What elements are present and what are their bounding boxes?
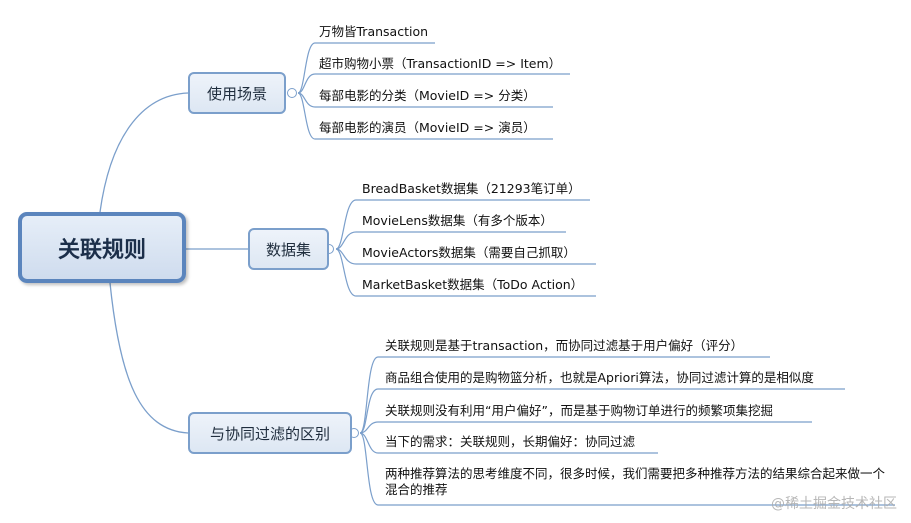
branch-1-leaf-connectors — [297, 42, 570, 140]
leaf-dataset-1[interactable]: BreadBasket数据集（21293笔订单） — [362, 181, 581, 196]
root-topic-label: 关联规则 — [57, 237, 146, 263]
branch-usage-scenarios[interactable]: 使用场景 — [188, 72, 286, 114]
branch-2-leaf-connectors — [335, 199, 596, 297]
branch-1-collapse-toggle[interactable] — [287, 88, 297, 98]
leaf-usage-4[interactable]: 每部电影的演员（MovieID => 演员） — [319, 120, 536, 135]
leaf-diff-5[interactable]: 两种推荐算法的思考维度不同，很多时候，我们需要把多种推荐方法的结果综合起来做一个… — [385, 466, 886, 497]
leaf-diff-1[interactable]: 关联规则是基于transaction，而协同过滤基于用户偏好（评分） — [385, 338, 744, 353]
leaf-dataset-2[interactable]: MovieLens数据集（有多个版本） — [362, 213, 553, 228]
leaf-usage-2[interactable]: 超市购物小票（TransactionID => Item） — [319, 56, 562, 71]
leaf-diff-2[interactable]: 商品组合使用的是购物篮分析，也就是Apriori算法，协同过滤计算的是相似度 — [385, 370, 814, 385]
leaf-diff-4[interactable]: 当下的需求：关联规则，长期偏好：协同过滤 — [385, 434, 636, 449]
leaf-diff-3[interactable]: 关联规则没有利用“用户偏好”，而是基于购物订单进行的频繁项集挖掘 — [385, 403, 773, 418]
leaf-usage-1[interactable]: 万物皆Transaction — [319, 24, 429, 39]
branch-3-leaf-connectors — [359, 356, 895, 506]
leaf-usage-3[interactable]: 每部电影的分类（MovieID => 分类） — [319, 88, 536, 103]
branch-label: 数据集 — [265, 240, 311, 259]
leaf-dataset-3[interactable]: MovieActors数据集（需要自己抓取） — [362, 245, 576, 260]
leaf-dataset-4[interactable]: MarketBasket数据集（ToDo Action） — [362, 277, 584, 292]
root-topic[interactable]: 关联规则 — [18, 212, 186, 283]
connector-root-branch-3 — [109, 282, 189, 434]
branch-label: 使用场景 — [206, 84, 267, 103]
branch-difference-with-cf[interactable]: 与协同过滤的区别 — [188, 412, 352, 454]
branch-label: 与协同过滤的区别 — [209, 424, 330, 443]
watermark: @稀土掘金技术社区 — [771, 496, 897, 512]
connector-root-branch-1 — [99, 92, 189, 213]
branch-datasets[interactable]: 数据集 — [248, 228, 329, 270]
